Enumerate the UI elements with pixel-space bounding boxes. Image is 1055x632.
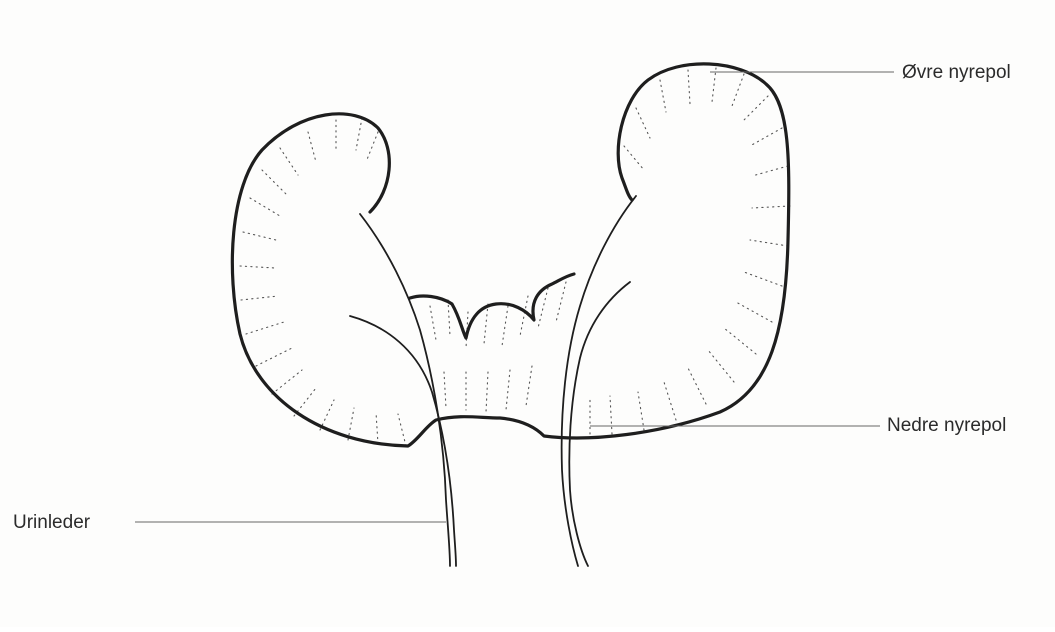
kidney-outline xyxy=(232,64,788,446)
right-ureter-inner xyxy=(569,282,630,566)
left-ureter-outer xyxy=(360,214,450,566)
ureter-label: Urinleder xyxy=(13,513,90,532)
isthmus-upper-outline xyxy=(410,274,574,338)
left-kidney-hatching xyxy=(240,118,406,446)
upper-pole-label: Øvre nyrepol xyxy=(902,63,1011,82)
ureters xyxy=(350,196,636,566)
lower-pole-label: Nedre nyrepol xyxy=(887,416,1006,435)
